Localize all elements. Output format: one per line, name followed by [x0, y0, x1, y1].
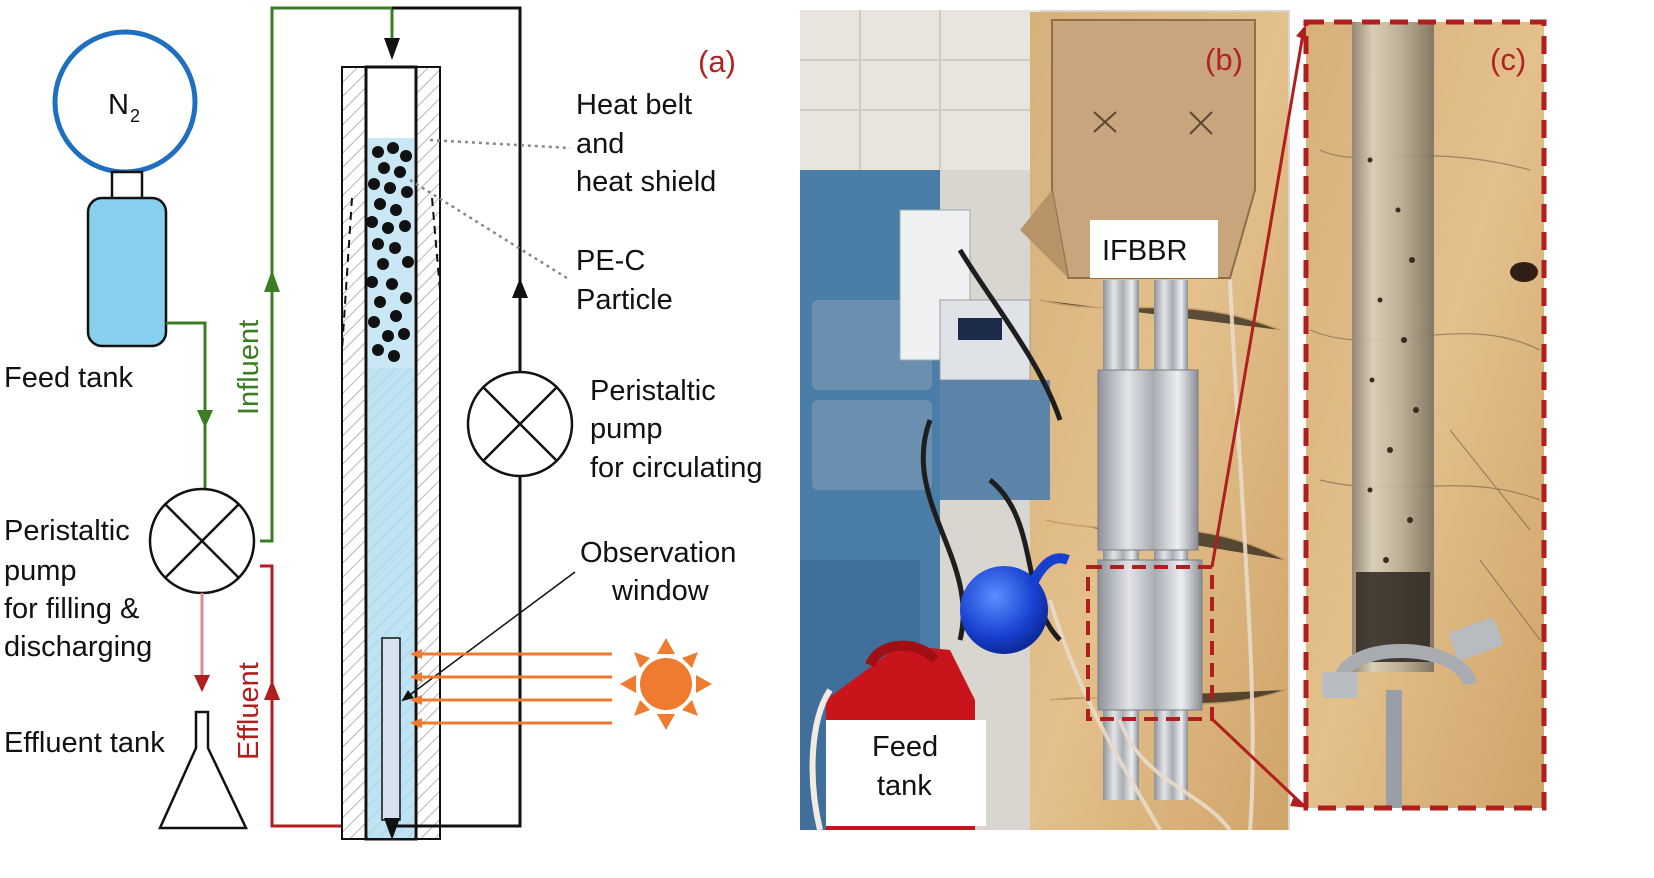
- filling-pump-label: Peristaltic pump for filling & dischargi…: [4, 515, 152, 663]
- filling-pump: [148, 487, 256, 595]
- schematic-panel: N 2 Feed tank Peristaltic pump for filli…: [4, 6, 762, 841]
- pump-circ-line-3: for circulating: [590, 452, 762, 484]
- pump-circ-line-1: Peristaltic: [590, 375, 716, 407]
- effluent-label: Effluent: [233, 662, 265, 760]
- feed-tank-photo-line-2: tank: [877, 770, 932, 802]
- panel-c-label: (c): [1490, 42, 1526, 77]
- photo-panel-c: (c): [1303, 19, 1547, 811]
- sun-icon: [620, 638, 712, 730]
- pe-c-particles: [366, 142, 414, 362]
- effluent-tank-label: Effluent tank: [4, 727, 165, 759]
- effluent-flask: Effluent tank: [4, 710, 248, 830]
- reactor-photo-label: IFBBR: [1102, 235, 1187, 267]
- heat-belt-line-1: Heat belt: [576, 89, 692, 121]
- feed-tank-label: Feed tank: [4, 362, 133, 394]
- reactor-column: [341, 38, 441, 841]
- observation-line-2: window: [611, 575, 710, 607]
- particle-line-2: Particle: [576, 284, 673, 316]
- pump-circ-line-2: pump: [590, 413, 663, 445]
- feed-tank-photo-line-1: Feed: [872, 731, 938, 763]
- pump-fill-line-2: pump: [4, 555, 77, 587]
- panel-b-label: (b): [1205, 42, 1243, 77]
- influent-label: Influent: [233, 320, 265, 415]
- circulating-pump: [466, 370, 574, 478]
- feed-tank: Feed tank: [4, 196, 168, 394]
- gas-symbol: N: [108, 89, 129, 121]
- heat-belt-line-3: heat shield: [576, 166, 716, 198]
- pump-fill-line-3: for filling &: [4, 593, 139, 625]
- nitrogen-balloon: N 2: [52, 29, 198, 202]
- light-rays: [410, 649, 612, 728]
- pump-fill-line-4: discharging: [4, 631, 152, 663]
- pump-fill-line-1: Peristaltic: [4, 515, 130, 547]
- photo-panel-b: IFBBR Feed tank (b): [800, 10, 1290, 832]
- panel-a-label: (a): [698, 44, 736, 79]
- particle-line-1: PE-C: [576, 245, 645, 277]
- observation-line-1: Observation: [580, 537, 736, 569]
- gas-subscript: 2: [130, 106, 140, 126]
- heat-belt-line-2: and: [576, 128, 624, 160]
